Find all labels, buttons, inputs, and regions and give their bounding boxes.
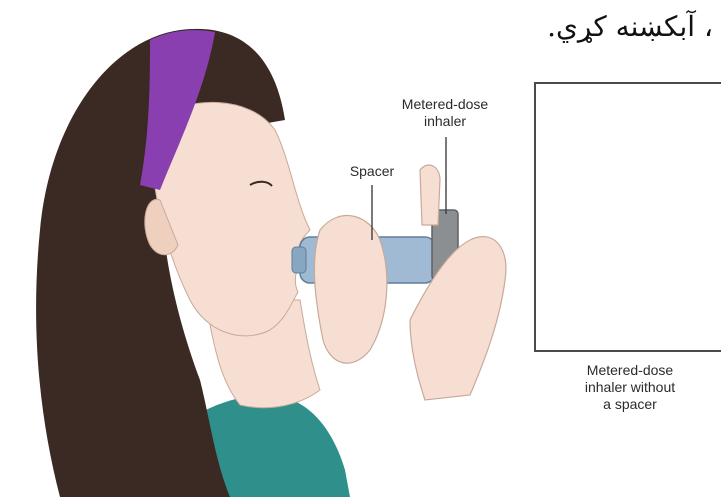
spacer-mouthpiece bbox=[292, 247, 306, 273]
header-rtl-text: ، آبکښنه کړي. bbox=[547, 10, 713, 43]
metered-dose-line1: Metered-dose bbox=[390, 96, 500, 113]
inset-caption-line1: Metered-dose bbox=[560, 362, 700, 379]
inset-caption: Metered-dose inhaler without a spacer bbox=[560, 362, 700, 413]
inset-caption-line3: a spacer bbox=[560, 396, 700, 413]
left-hand bbox=[314, 216, 386, 364]
metered-dose-line2: inhaler bbox=[390, 113, 500, 130]
metered-dose-label: Metered-dose inhaler bbox=[390, 96, 500, 130]
thumb bbox=[420, 165, 440, 225]
spacer-label: Spacer bbox=[342, 163, 402, 180]
inset-caption-line2: inhaler without bbox=[560, 379, 700, 396]
inset-frame bbox=[534, 82, 721, 352]
